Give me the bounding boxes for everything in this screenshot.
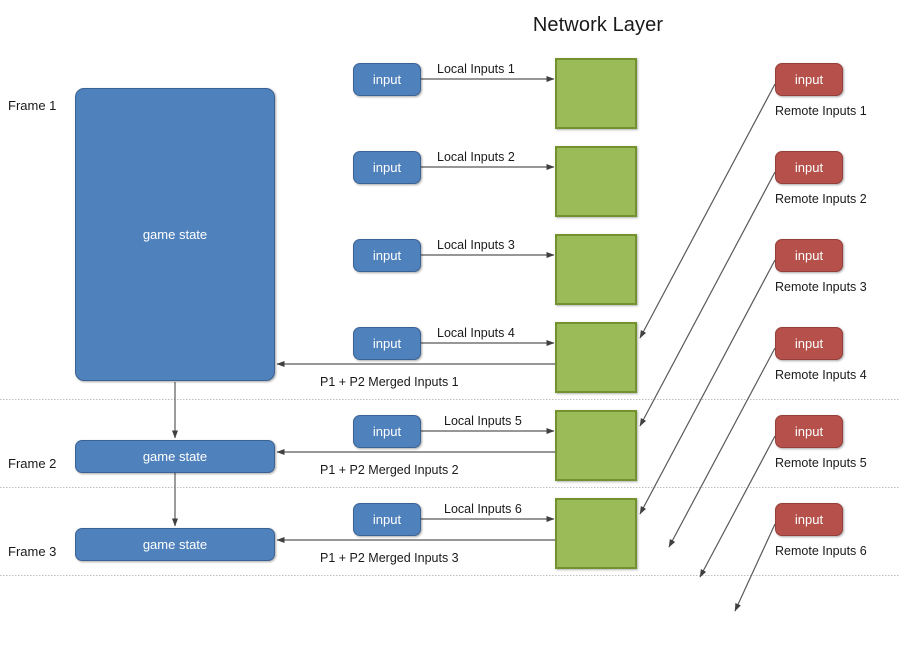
remote-inputs-label-3: Remote Inputs 3 xyxy=(775,280,867,294)
remote-input-pill-3[interactable]: input xyxy=(775,239,843,272)
game-state-box-frame-2[interactable]: game state xyxy=(75,440,275,473)
remote-input-pill-4[interactable]: input xyxy=(775,327,843,360)
pill-label: input xyxy=(372,424,402,439)
remote-inputs-label-1: Remote Inputs 1 xyxy=(775,104,867,118)
remote-input-pill-5[interactable]: input xyxy=(775,415,843,448)
network-box-1[interactable] xyxy=(555,58,637,129)
pill-label: input xyxy=(794,336,824,351)
remote-inputs-label-6: Remote Inputs 6 xyxy=(775,544,867,558)
remote-inputs-label-5: Remote Inputs 5 xyxy=(775,456,867,470)
merged-inputs-label-1: P1 + P2 Merged Inputs 1 xyxy=(320,375,459,389)
pill-label: input xyxy=(372,512,402,527)
local-input-pill-1[interactable]: input xyxy=(353,63,421,96)
pill-label: input xyxy=(372,248,402,263)
pill-label: input xyxy=(794,72,824,87)
pill-label: input xyxy=(794,248,824,263)
local-input-pill-5[interactable]: input xyxy=(353,415,421,448)
network-box-5[interactable] xyxy=(555,410,637,481)
remote-input-pill-2[interactable]: input xyxy=(775,151,843,184)
merged-inputs-label-2: P1 + P2 Merged Inputs 2 xyxy=(320,463,459,477)
local-input-pill-2[interactable]: input xyxy=(353,151,421,184)
network-box-3[interactable] xyxy=(555,234,637,305)
local-input-pill-3[interactable]: input xyxy=(353,239,421,272)
game-state-label: game state xyxy=(142,449,208,464)
pill-label: input xyxy=(372,336,402,351)
network-box-6[interactable] xyxy=(555,498,637,569)
frame-label-2: Frame 2 xyxy=(8,456,57,471)
game-state-label: game state xyxy=(142,537,208,552)
remote-input-pill-1[interactable]: input xyxy=(775,63,843,96)
pill-label: input xyxy=(372,160,402,175)
local-inputs-label-5: Local Inputs 5 xyxy=(444,414,522,428)
remote-inputs-label-2: Remote Inputs 2 xyxy=(775,192,867,206)
remote-inputs-label-4: Remote Inputs 4 xyxy=(775,368,867,382)
local-inputs-label-1: Local Inputs 1 xyxy=(437,62,515,76)
local-inputs-label-2: Local Inputs 2 xyxy=(437,150,515,164)
network-box-2[interactable] xyxy=(555,146,637,217)
frame-label-3: Frame 3 xyxy=(8,544,57,559)
frame-label-1: Frame 1 xyxy=(8,98,57,113)
pill-label: input xyxy=(794,424,824,439)
game-state-box-frame-3[interactable]: game state xyxy=(75,528,275,561)
local-inputs-label-6: Local Inputs 6 xyxy=(444,502,522,516)
merged-inputs-label-3: P1 + P2 Merged Inputs 3 xyxy=(320,551,459,565)
local-input-pill-6[interactable]: input xyxy=(353,503,421,536)
pill-label: input xyxy=(372,72,402,87)
game-state-label: game state xyxy=(142,227,208,242)
game-state-box-frame-1[interactable]: game state xyxy=(75,88,275,381)
page-title: Network Layer xyxy=(532,14,664,36)
local-inputs-label-4: Local Inputs 4 xyxy=(437,326,515,340)
remote-input-pill-6[interactable]: input xyxy=(775,503,843,536)
local-inputs-label-3: Local Inputs 3 xyxy=(437,238,515,252)
local-input-pill-4[interactable]: input xyxy=(353,327,421,360)
pill-label: input xyxy=(794,160,824,175)
network-box-4[interactable] xyxy=(555,322,637,393)
pill-label: input xyxy=(794,512,824,527)
